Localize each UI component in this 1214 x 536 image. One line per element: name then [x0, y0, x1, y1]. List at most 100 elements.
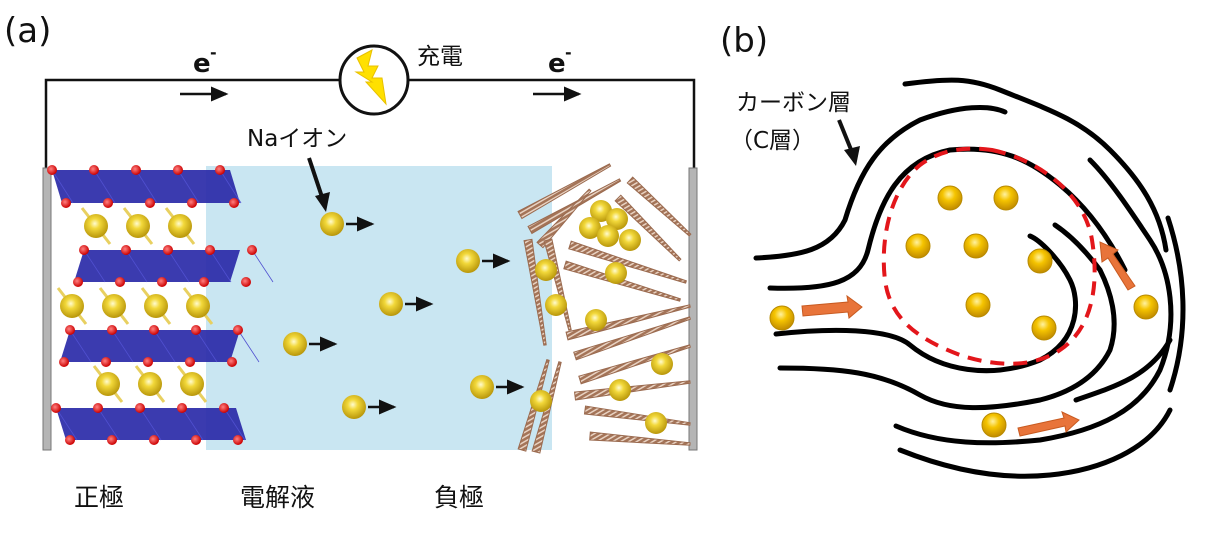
carbon-layer-line: [893, 157, 1174, 446]
octahedron-edge: [111, 329, 134, 363]
anode-label: 負極: [434, 483, 484, 512]
oxygen-atom: [47, 165, 57, 175]
electron-label-right: e -: [548, 43, 572, 79]
carbon-sheet: [573, 380, 691, 401]
carbon-sheet: [565, 304, 691, 341]
sodium-ion: [530, 390, 552, 412]
power-source: [338, 44, 410, 116]
carbon-layer-line: [1165, 215, 1186, 393]
cathode-structure: [47, 165, 274, 445]
octahedron-edge: [153, 329, 176, 363]
sodium-ion: [993, 185, 1019, 211]
octahedral-layer: [74, 250, 240, 282]
oxygen-atom: [229, 198, 239, 208]
sodium-ion: [456, 249, 480, 273]
electron-left-sup: -: [210, 43, 217, 62]
octahedron-edge: [219, 169, 242, 204]
octahedron-edge: [55, 407, 78, 441]
oxygen-atom: [233, 435, 243, 445]
sodium-atom: [186, 294, 210, 318]
octahedron-edge: [181, 407, 204, 441]
octahedron-edge: [237, 329, 260, 363]
sodium-ion: [981, 412, 1007, 438]
octahedron-edge: [223, 407, 246, 441]
electron-label-left: e -: [193, 43, 217, 79]
oxygen-atom: [135, 403, 145, 413]
sodium-atom: [138, 372, 162, 396]
lightning-bolt-icon: [354, 49, 387, 106]
oxygen-atom: [59, 357, 69, 367]
sodium-atom: [126, 214, 150, 238]
sodium-atom: [168, 214, 192, 238]
oxygen-atom: [163, 245, 173, 255]
carbon-layer-line: [897, 407, 1173, 479]
octahedron-edge: [177, 169, 200, 204]
na-ion-label: Naイオン: [247, 126, 347, 152]
oxygen-atom: [115, 277, 125, 287]
oxygen-atom: [143, 357, 153, 367]
sodium-ion: [597, 225, 619, 247]
sodium-ion: [470, 375, 494, 399]
charge-label: 充電: [417, 44, 463, 70]
sodium-ion: [379, 292, 403, 316]
sodium-ion: [606, 208, 628, 230]
oxygen-atom: [177, 403, 187, 413]
octahedron-edge: [97, 407, 120, 441]
oxygen-atom: [121, 245, 131, 255]
octahedron-edge: [125, 249, 148, 283]
sodium-ion: [585, 309, 607, 331]
oxygen-atom: [233, 325, 243, 335]
flow-arrows: [801, 241, 1136, 437]
oxygen-atom: [131, 165, 141, 175]
oxygen-atom: [219, 403, 229, 413]
oxygen-atom: [89, 165, 99, 175]
carbon-sheet: [614, 194, 682, 262]
octahedral-layer: [52, 170, 240, 203]
sodium-atom: [60, 294, 84, 318]
oxygen-atom: [149, 325, 159, 335]
octahedron-edge: [83, 249, 106, 283]
sodium-atom: [180, 372, 204, 396]
octahedral-layer: [60, 330, 240, 362]
sodium-atom: [96, 372, 120, 396]
flow-arrow-bottom: [1017, 411, 1080, 437]
octahedron-edge: [209, 249, 232, 283]
sodium-ion: [342, 395, 366, 419]
pore-outline: [881, 146, 1097, 366]
sodium-ion: [965, 292, 991, 318]
carbon-layer-line: [1073, 337, 1173, 403]
oxygen-atom: [51, 403, 61, 413]
octahedron-edge: [135, 169, 158, 204]
oxygen-atom: [241, 277, 251, 287]
oxygen-atom: [227, 357, 237, 367]
electron-right-sup: -: [565, 43, 572, 62]
octahedron-edge: [51, 169, 74, 204]
octahedron-edge: [69, 329, 92, 363]
electron-left-text: e: [193, 49, 211, 79]
sodium-atom: [144, 294, 168, 318]
oxygen-atom: [73, 277, 83, 287]
oxygen-atom: [107, 325, 117, 335]
carbon-layer-line: [753, 104, 1008, 261]
carbon-layer-label: カーボン層: [736, 90, 851, 116]
sodium-ion: [1027, 248, 1053, 274]
oxygen-atom: [191, 325, 201, 335]
octahedron-edge: [195, 329, 218, 363]
oxygen-atom: [215, 165, 225, 175]
na-ion-pointer-head: [315, 192, 330, 212]
carbon-sheet: [536, 188, 592, 249]
oxygen-atom: [107, 435, 117, 445]
panel-b-label: (b): [720, 21, 768, 61]
sodium-ion: [963, 233, 989, 259]
octahedron-edge: [251, 249, 274, 283]
oxygen-atom: [191, 435, 201, 445]
oxygen-atom: [101, 357, 111, 367]
carbon-sheet: [589, 431, 691, 446]
oxygen-atom: [199, 277, 209, 287]
electrolyte-ions: [283, 212, 525, 419]
octahedron-edge: [167, 249, 190, 283]
sodium-ion: [937, 185, 963, 211]
carbon-layer-line: [767, 146, 1128, 291]
carbon-sheet: [568, 240, 687, 284]
